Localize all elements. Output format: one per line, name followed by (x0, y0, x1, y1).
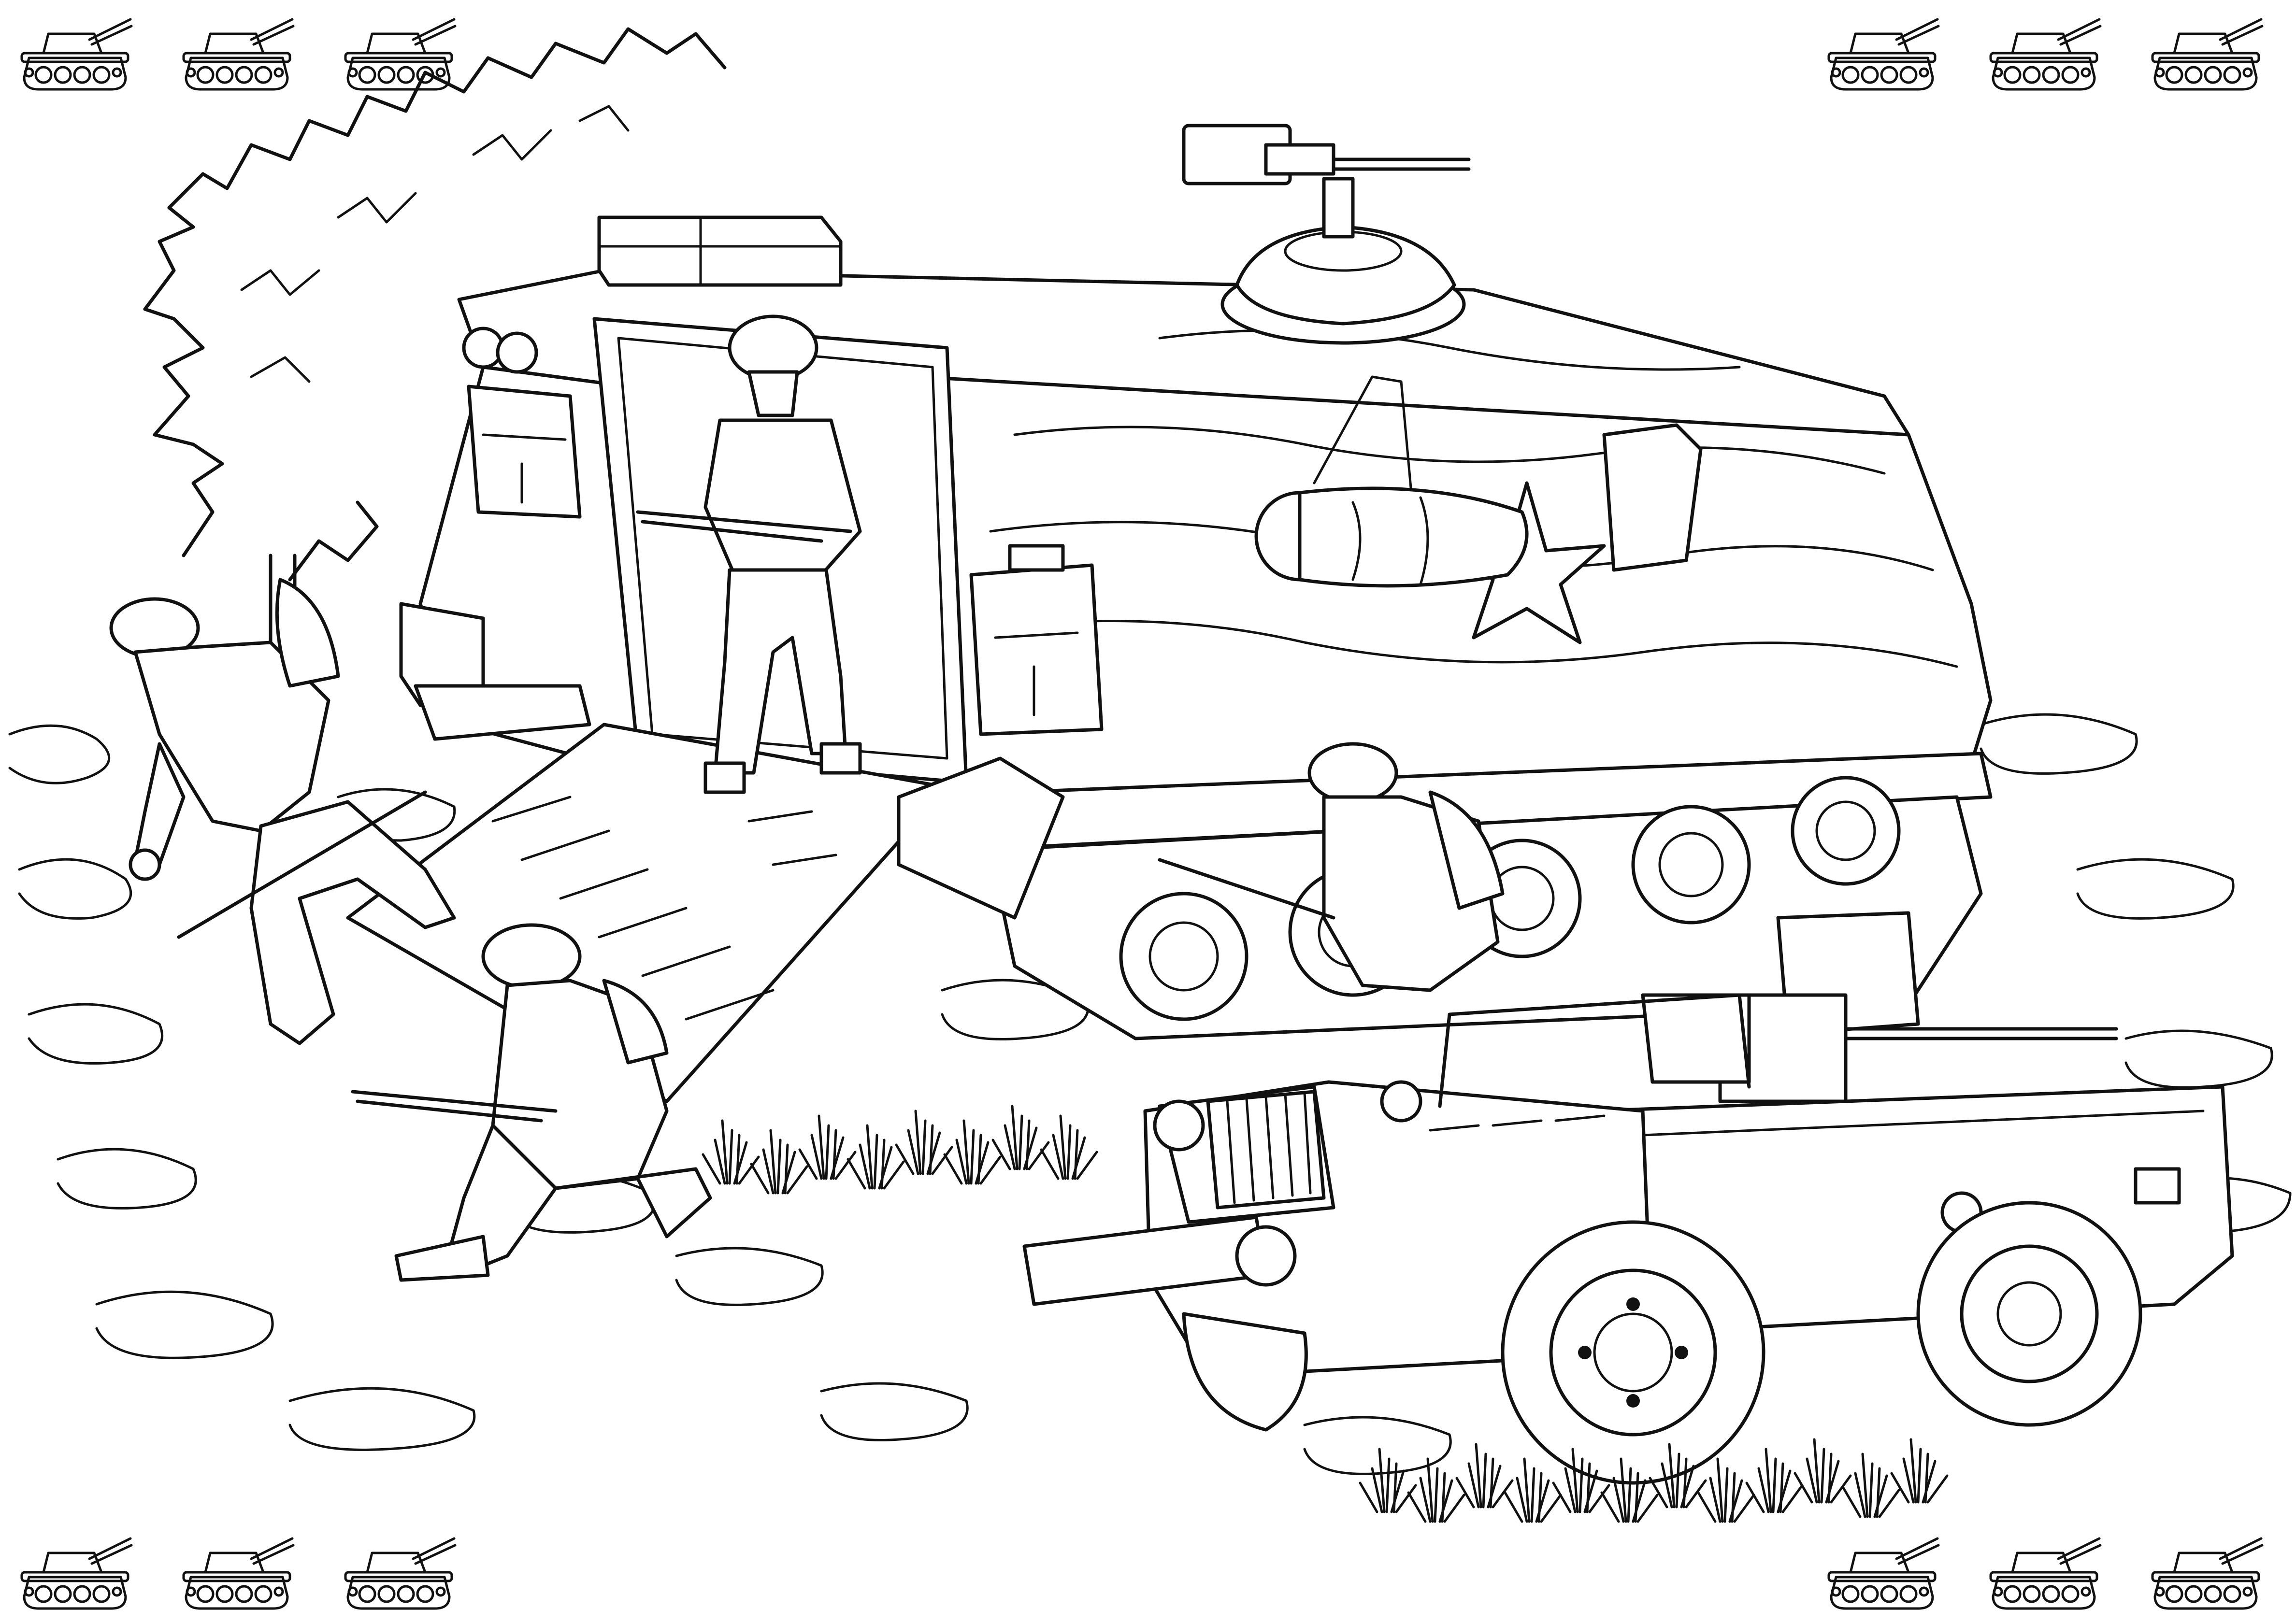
tank-icon (1991, 1538, 2100, 1609)
border-icons-bottom-right (1829, 1538, 2262, 1609)
tank-icon (22, 19, 131, 89)
rolled-tarp (1254, 375, 1529, 588)
front-wheel (1501, 1220, 1765, 1485)
jerry-cans (467, 384, 1104, 736)
supply-crate (597, 215, 843, 287)
trees (143, 27, 727, 678)
turret-machine-gun (1182, 124, 1471, 345)
tank-icon (2152, 19, 2262, 89)
soldier-standing-in-hatch (636, 314, 862, 794)
border-icons-top-left (22, 19, 455, 89)
tank-icon (1829, 1538, 1938, 1609)
tank-icon (2152, 1538, 2262, 1609)
tank-icon (184, 19, 293, 89)
soldier-running-left (109, 578, 456, 1045)
tank-icon (22, 1538, 131, 1609)
tank-icon (1829, 19, 1938, 89)
soldier-kneeling (351, 923, 712, 1282)
tank-icon (1991, 19, 2100, 89)
tank-icon (184, 1538, 293, 1609)
truck-grille (1206, 1090, 1326, 1210)
border-icons-bottom-left (22, 1538, 455, 1609)
military-truck-with-gun (1022, 911, 2234, 1485)
armored-personnel-carrier (346, 124, 1993, 1103)
rear-wheel (1916, 1201, 2142, 1427)
tank-icon (345, 1538, 455, 1609)
soldier-behind-truck (1158, 742, 1505, 992)
border-icons-top-right (1829, 19, 2262, 89)
